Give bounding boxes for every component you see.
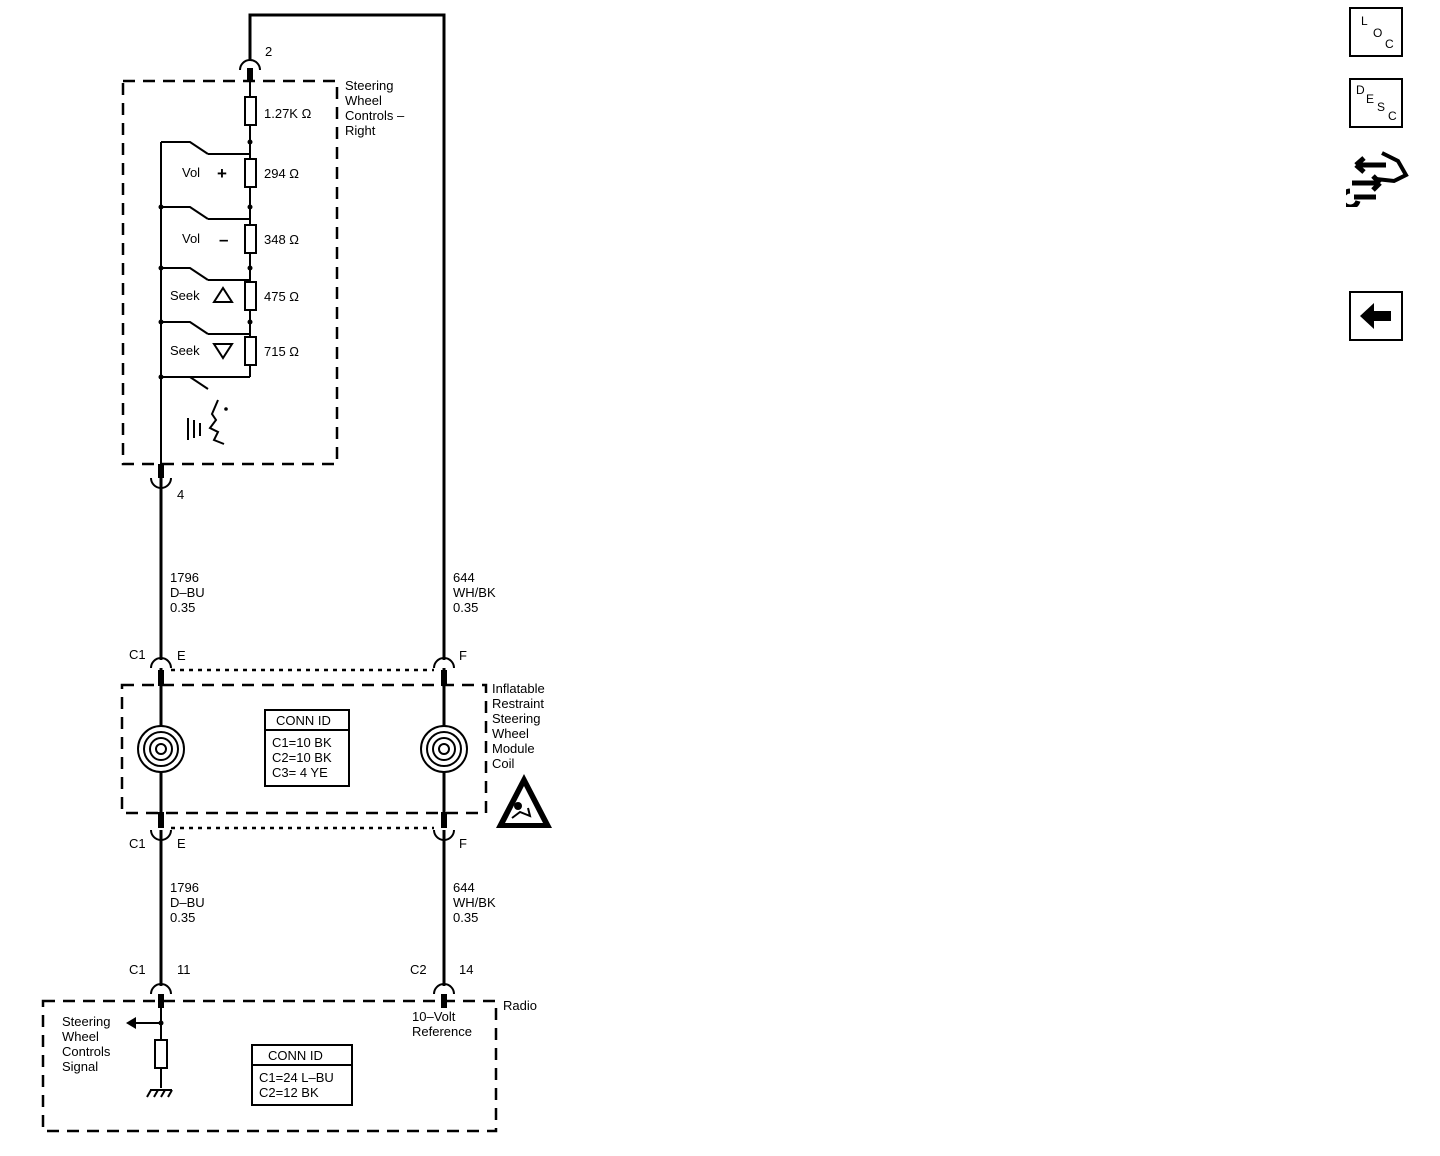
resistor-294-label: 294 Ω [264, 166, 299, 181]
signal-arrow-icon [126, 1017, 136, 1029]
desc-letter-d: D [1356, 83, 1365, 97]
seek-up-triangle-icon [212, 286, 234, 303]
switch-seek-down-label: Seek [170, 343, 200, 358]
resistor-1k27 [244, 96, 257, 126]
switch-seek-up-label: Seek [170, 288, 200, 303]
coil-bottom-pin-e: E [177, 836, 186, 851]
radio-c2-pin14-connector [433, 983, 455, 995]
radio-right-conn-label: C2 [410, 962, 427, 977]
loc-letter-o: O [1373, 26, 1383, 40]
wire-1796-lower-color: D–BU [170, 895, 205, 910]
coil-title-5: Module [492, 741, 535, 756]
back-button[interactable] [1349, 291, 1403, 341]
wiring-schematic: 2 Steering Wheel Controls – Right 1.27K … [41, 13, 552, 1133]
coil-bottom-conn-label: C1 [129, 836, 146, 851]
swc-module-outline [121, 79, 339, 466]
radio-pull-down-resistor [154, 1039, 168, 1069]
loc-button[interactable]: L O C [1349, 7, 1403, 57]
resistor-348 [244, 224, 257, 254]
resistor-475-label: 475 Ω [264, 289, 299, 304]
wire-644-upper-circuit: 644 [453, 570, 475, 585]
coil-title-2: Restraint [492, 696, 544, 711]
radio-ref-label-1: 10–Volt [412, 1009, 456, 1024]
coil-module-outline [120, 683, 488, 815]
radio-signal-label-2: Wheel [62, 1029, 99, 1044]
coil-spiral-right-icon [420, 725, 468, 773]
swc-title-1: Steering [345, 78, 393, 93]
wire-1796-upper-size: 0.35 [170, 600, 195, 615]
radio-ref-label-2: Reference [412, 1024, 472, 1039]
coil-conn-line-1: C1=10 BK [272, 735, 332, 750]
loc-letter-c: C [1385, 37, 1394, 51]
resistor-475 [244, 281, 257, 311]
wrench-arrows-icon [1339, 151, 1409, 210]
desc-letter-e: E [1366, 92, 1375, 106]
ground-icon [146, 1089, 173, 1098]
pin-2-connector [239, 59, 261, 71]
coil-title-3: Steering [492, 711, 540, 726]
resistor-715-label: 715 Ω [264, 344, 299, 359]
coil-title-4: Wheel [492, 726, 529, 741]
back-arrow-icon [1360, 303, 1391, 329]
airbag-warning-icon [496, 774, 552, 828]
wire-644-upper [248, 13, 446, 660]
swc-title-2: Wheel [345, 93, 382, 108]
radio-signal-label-4: Signal [62, 1059, 98, 1074]
coil-top-pin-e: E [177, 648, 186, 663]
pin-2-label: 2 [265, 44, 272, 59]
coil-top-conn-label: C1 [129, 647, 146, 662]
coil-title-6: Coil [492, 756, 515, 771]
wire-644-upper-size: 0.35 [453, 600, 478, 615]
switch-vol-down-label: Vol [182, 231, 200, 246]
radio-conn-id-title: CONN ID [268, 1048, 323, 1063]
radio-left-pin-label: 11 [177, 962, 191, 977]
wire-1796-upper-circuit: 1796 [170, 570, 199, 585]
coil-title-1: Inflatable [492, 681, 545, 696]
radio-right-pin-label: 14 [459, 962, 473, 977]
resistor-1k27-label: 1.27K Ω [264, 106, 312, 121]
wire-644-upper-color: WH/BK [453, 585, 496, 600]
coil-conn-id-box [264, 709, 350, 787]
wire-644-lower-size: 0.35 [453, 910, 478, 925]
resistor-348-label: 348 Ω [264, 232, 299, 247]
coil-bottom-pin-f: F [459, 836, 467, 851]
loc-letter-l: L [1361, 14, 1368, 28]
radio-module-outline [41, 999, 498, 1133]
wire-644-lower-circuit: 644 [453, 880, 475, 895]
wire-1796-lower-circuit: 1796 [170, 880, 199, 895]
coil-conn-line-3: C3= 4 YE [272, 765, 328, 780]
connector-repair-button[interactable] [1339, 145, 1410, 210]
radio-signal-label-3: Controls [62, 1044, 111, 1059]
seek-down-triangle-icon [212, 343, 234, 360]
coil-conn-id-title: CONN ID [276, 713, 331, 728]
desc-button[interactable]: D E S C [1349, 78, 1403, 128]
switch-vol-up-label: Vol [182, 165, 200, 180]
swc-title-3: Controls – [345, 108, 405, 123]
coil-top-pin-f: F [459, 648, 467, 663]
radio-conn-id-box [251, 1044, 353, 1106]
resistor-294 [244, 158, 257, 188]
wire-1796-lower-size: 0.35 [170, 910, 195, 925]
pin-4-label: 4 [177, 487, 184, 502]
resistor-715 [244, 336, 257, 366]
radio-conn-line-2: C2=12 BK [259, 1085, 319, 1100]
coil-conn-line-2: C2=10 BK [272, 750, 332, 765]
radio-title: Radio [503, 998, 537, 1013]
desc-letter-s: S [1377, 100, 1386, 114]
radio-conn-line-1: C1=24 L–BU [259, 1070, 334, 1085]
swc-title-4: Right [345, 123, 376, 138]
voice-talk-icon [187, 399, 228, 445]
radio-c1-pin11-connector [150, 983, 172, 995]
coil-spiral-left-icon [137, 725, 185, 773]
desc-letter-c: C [1388, 109, 1397, 123]
wire-644-lower-color: WH/BK [453, 895, 496, 910]
switch-vol-up-symbol: + [217, 164, 227, 183]
switch-vol-down-symbol: – [219, 230, 228, 249]
wire-1796-upper-color: D–BU [170, 585, 205, 600]
radio-left-conn-label: C1 [129, 962, 146, 977]
radio-signal-label-1: Steering [62, 1014, 110, 1029]
